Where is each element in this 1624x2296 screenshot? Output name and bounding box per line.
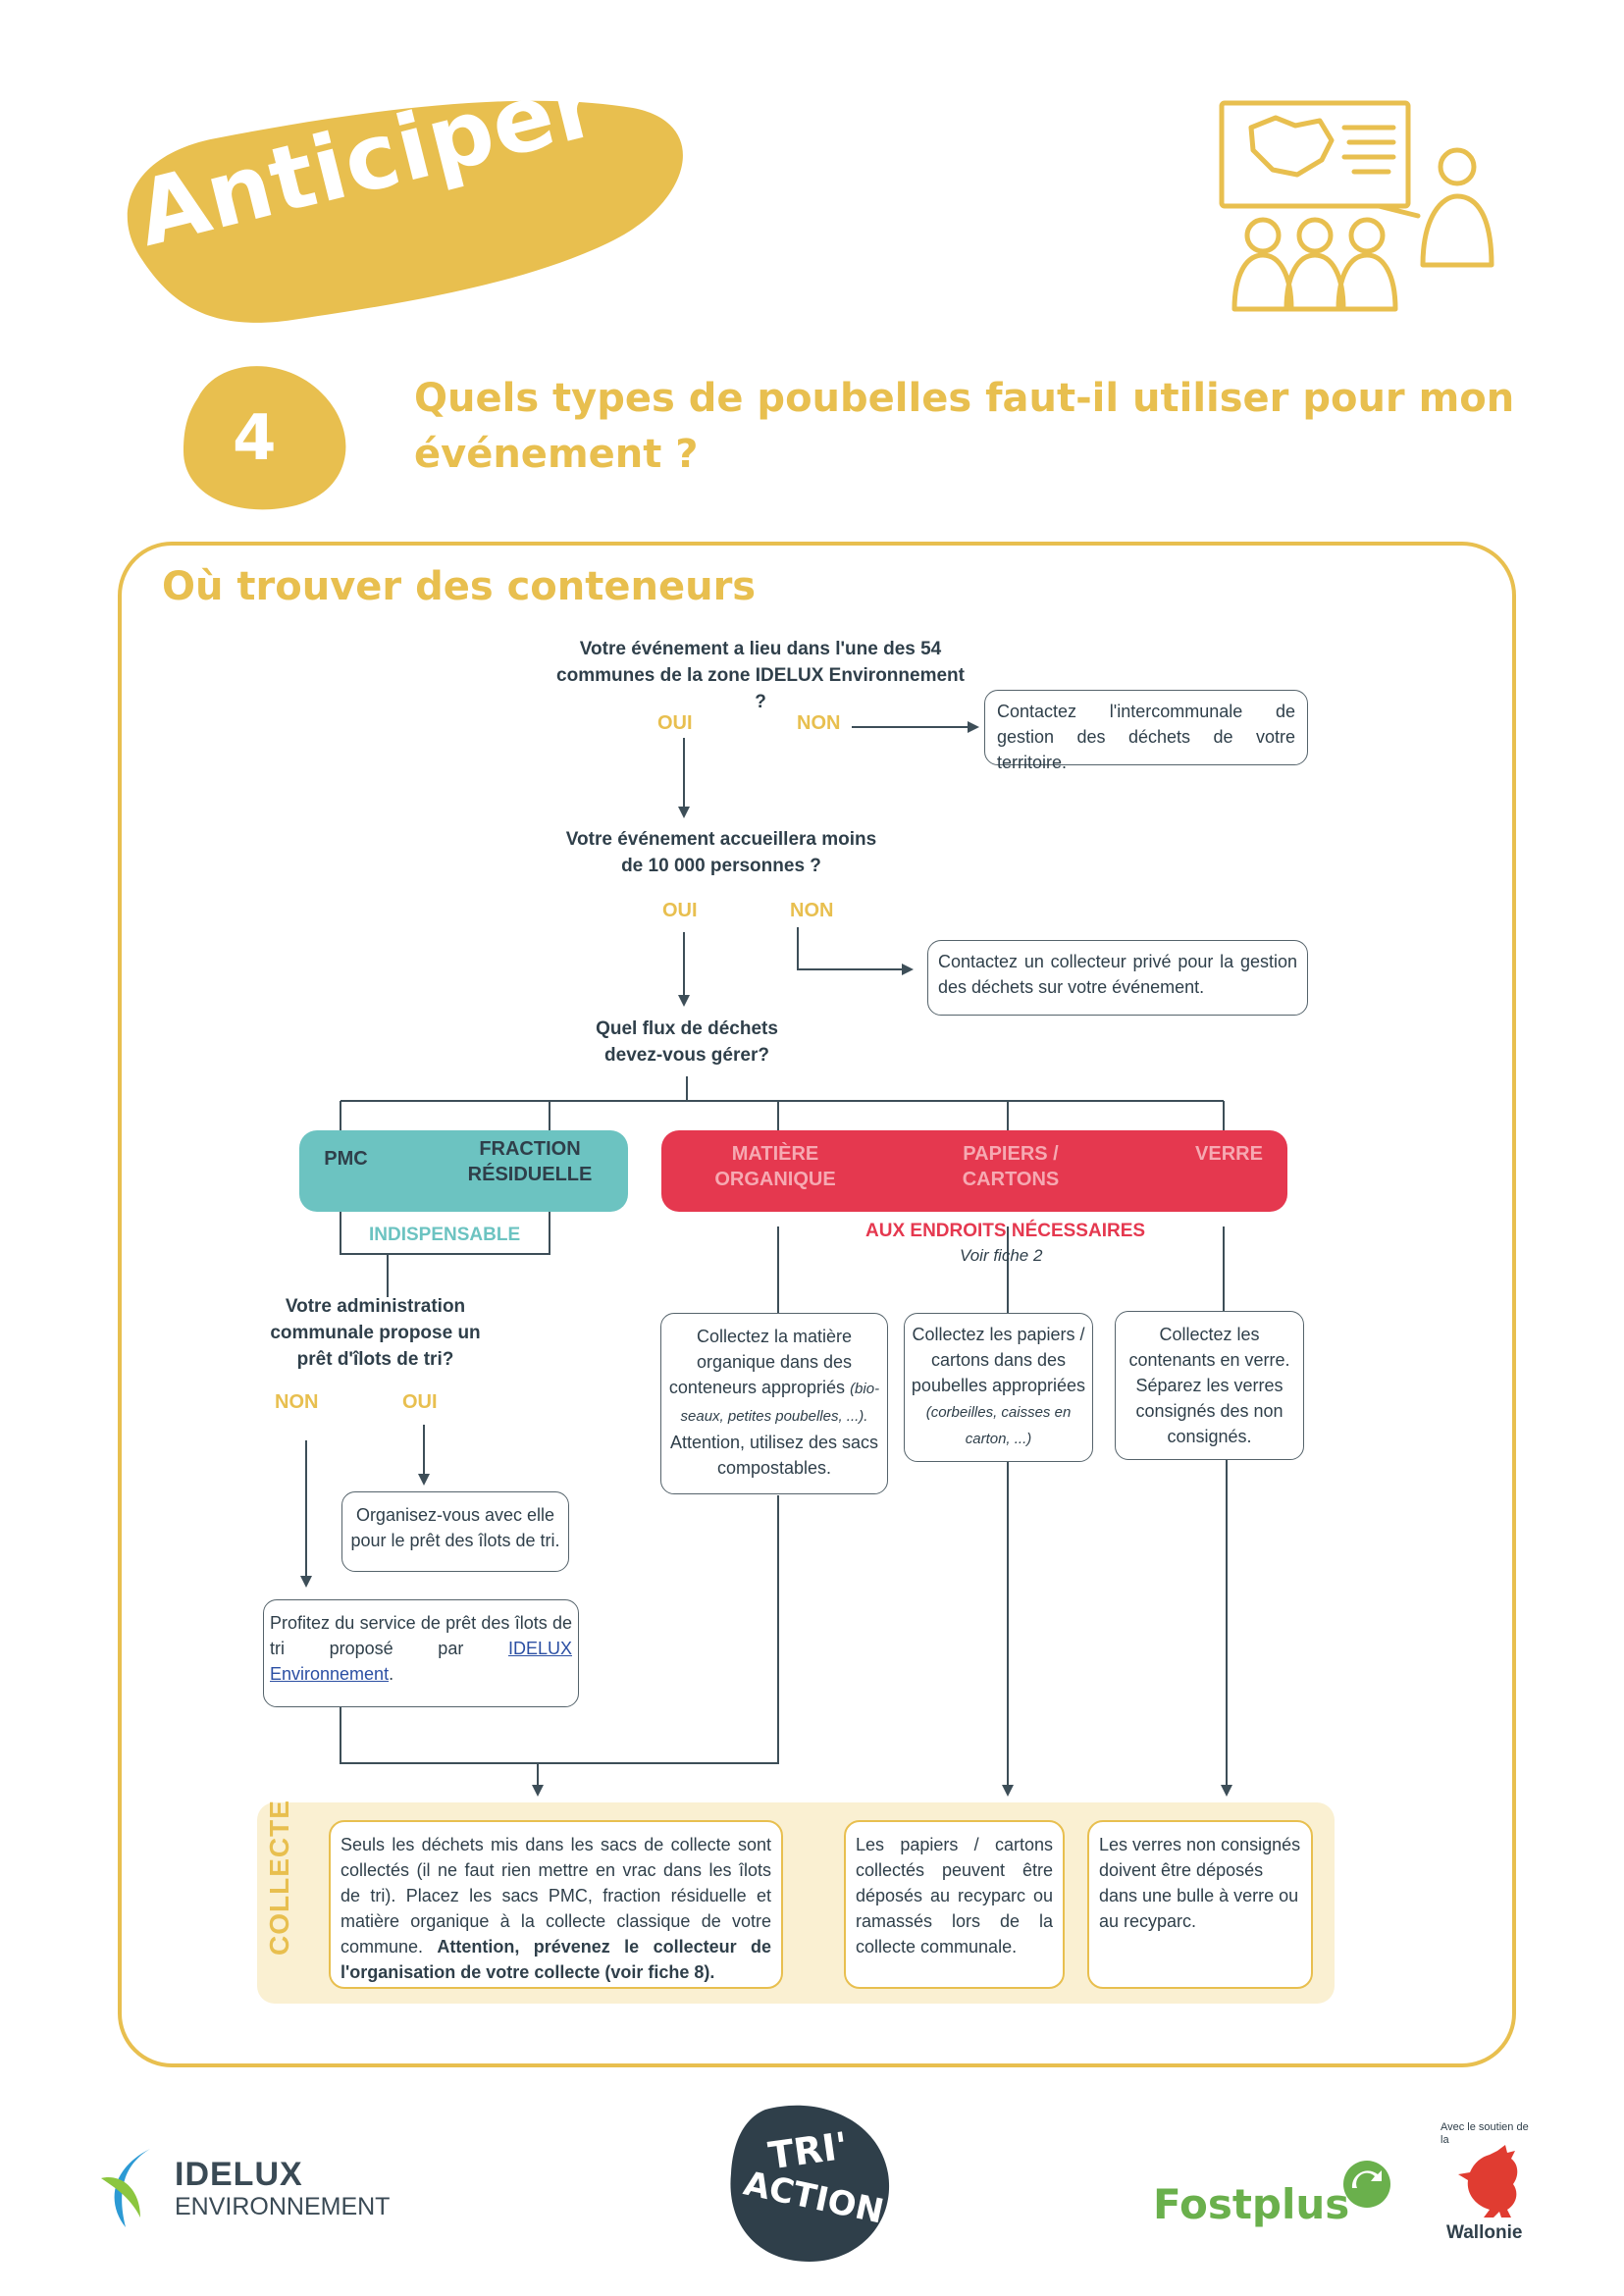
profitez-service-box: Profitez du service de prêt des îlots de… bbox=[263, 1599, 579, 1707]
q1-oui-label: OUI bbox=[657, 712, 693, 734]
voir-fiche-label: Voir fiche 2 bbox=[960, 1246, 1043, 1265]
papiers-cartons-box: Collectez les papiers / cartons dans des… bbox=[904, 1313, 1093, 1462]
profitez-text: Profitez du service de prêt des îlots de… bbox=[270, 1613, 572, 1658]
verre-label: VERRE bbox=[1195, 1143, 1263, 1165]
q2-non-label: NON bbox=[790, 900, 834, 921]
pmc-label: PMC bbox=[324, 1148, 368, 1170]
wallonie-name: Wallonie bbox=[1446, 2222, 1523, 2243]
papiers-cartons-label: PAPIERS / CARTONS bbox=[962, 1143, 1060, 1190]
aux-endroits-label: AUX ENDROITS NÉCESSAIRES bbox=[865, 1221, 1146, 1241]
collecte-label: COLLECTE bbox=[264, 1800, 294, 1956]
fostplus-logo: Fostplus bbox=[1153, 2159, 1398, 2242]
question-communal-loan: Votre administration communale propose u… bbox=[270, 1296, 481, 1370]
wallonie-rooster-icon bbox=[1458, 2145, 1518, 2218]
matiere-box-text2: (bio-seaux, petites poubelles, ...). bbox=[680, 1381, 880, 1425]
step-number: 4 bbox=[233, 402, 277, 475]
wallonie-logo: Avec le soutien de la Wallonie bbox=[1441, 2121, 1534, 2249]
q2-oui-label: OUI bbox=[662, 900, 698, 921]
profitez-end: . bbox=[389, 1664, 394, 1684]
papiers-box-text2: (corbeilles, caisses en carton, ...) bbox=[925, 1404, 1072, 1447]
collecte-sacs-box: Seuls les déchets mis dans les sacs de c… bbox=[329, 1820, 783, 1989]
matiere-box-text3: Attention, utilisez des sacs compostable… bbox=[669, 1433, 879, 1478]
question-zone-idelux: Votre événement a lieu dans l'une des 54… bbox=[556, 639, 965, 712]
contact-intercommunale-box: Contactez l'intercommunale de gestion de… bbox=[984, 690, 1308, 772]
question-waste-stream: Quel flux de déchets devez-vous gérer? bbox=[596, 1018, 778, 1066]
fraction-residuelle-label: FRACTION RÉSIDUELLE bbox=[467, 1138, 593, 1185]
matiere-box-text1: Collectez la matière organique dans des … bbox=[668, 1327, 853, 1397]
indispensable-streams-bar bbox=[299, 1130, 628, 1212]
collecte-box1-bold: Attention, prévenez le collecteur de l'o… bbox=[341, 1937, 771, 1982]
indispensable-label: INDISPENSABLE bbox=[369, 1225, 521, 1245]
papiers-box-text1: Collectez les papiers / cartons dans des… bbox=[911, 1325, 1086, 1395]
fostplus-name: Fostplus bbox=[1153, 2180, 1350, 2228]
q1-non-label: NON bbox=[797, 712, 841, 734]
page-title-line1: Quels types de poubelles faut-il utilise… bbox=[414, 376, 1515, 421]
idelux-sub: ENVIRONNEMENT bbox=[175, 2193, 391, 2220]
idelux-logo: IDELUX ENVIRONNEMENT bbox=[96, 2144, 410, 2232]
collecte-papiers-box: Les papiers / cartons collectés peuvent … bbox=[844, 1820, 1065, 1989]
anticiper-badge: Anticiper bbox=[103, 51, 702, 329]
teaching-presentation-icon bbox=[1217, 98, 1501, 324]
idelux-name: IDELUX bbox=[175, 2156, 303, 2193]
collecte-box1-text: Seuls les déchets mis dans les sacs de c… bbox=[341, 1835, 771, 1957]
page-title-line2: événement ? bbox=[414, 432, 699, 477]
soutien-text: Avec le soutien de la bbox=[1441, 2121, 1529, 2146]
question-attendance: Votre événement accueillera moins de 10 … bbox=[565, 829, 877, 876]
matiere-organique-label: MATIÈRE ORGANIQUE bbox=[714, 1143, 836, 1190]
matiere-organique-box: Collectez la matière organique dans des … bbox=[660, 1313, 888, 1494]
content-frame bbox=[118, 542, 1516, 2067]
organisez-vous-box: Organisez-vous avec elle pour le prêt de… bbox=[341, 1491, 569, 1572]
contact-collecteur-prive-box: Contactez un collecteur privé pour la ge… bbox=[927, 940, 1308, 1016]
q4-non-label: NON bbox=[275, 1391, 319, 1413]
fostplus-recycle-icon bbox=[1343, 2161, 1390, 2208]
idelux-link[interactable]: IDELUX Environnement bbox=[270, 1639, 572, 1684]
section-title: Où trouver des conteneurs bbox=[162, 564, 757, 609]
page-title: Quels types de poubelles faut-il utilise… bbox=[414, 371, 1514, 483]
verre-box: Collectez les contenants en verre. Sépar… bbox=[1115, 1311, 1304, 1460]
step-number-badge: 4 bbox=[179, 358, 360, 515]
optional-streams-bar bbox=[661, 1130, 1287, 1212]
collecte-verres-box: Les verres non consignés doivent être dé… bbox=[1087, 1820, 1313, 1989]
q4-oui-label: OUI bbox=[402, 1391, 438, 1413]
triaction-logo: TRI' ACTION bbox=[721, 2100, 898, 2267]
idelux-logo-icon bbox=[101, 2149, 150, 2227]
